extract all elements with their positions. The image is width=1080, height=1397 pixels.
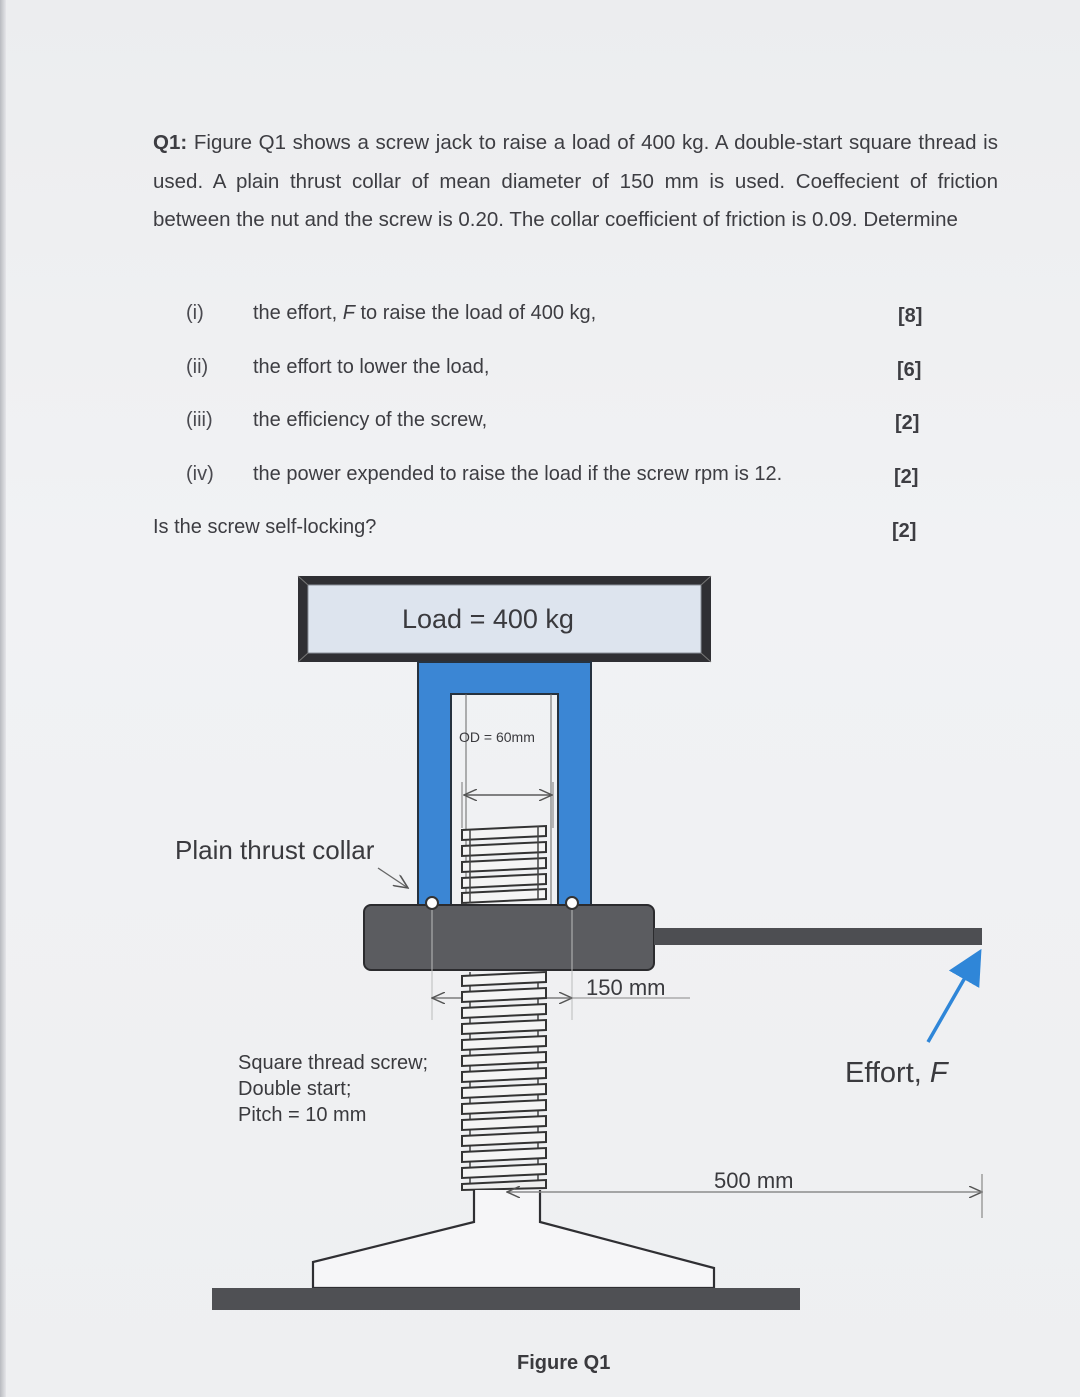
load-block bbox=[297, 575, 712, 663]
effort-label-italic: F bbox=[930, 1057, 950, 1089]
part-1-text-italic: F bbox=[342, 302, 355, 324]
screw-label-line-3: Pitch = 10 mm bbox=[238, 1104, 366, 1126]
collar-dimension-label: 150 mm bbox=[586, 975, 665, 1000]
collar-label: Plain thrust collar bbox=[175, 835, 375, 865]
self-locking-question: Is the screw self-locking? bbox=[153, 516, 377, 538]
part-1-marks: [8] bbox=[898, 305, 923, 327]
part-2-number: (ii) bbox=[186, 356, 209, 378]
part-3-number: (iii) bbox=[186, 409, 213, 431]
part-2-text: the effort to lower the load, bbox=[253, 356, 490, 378]
part-4-text: the power expended to raise the load if … bbox=[253, 463, 783, 485]
question-label: Q1: bbox=[153, 131, 188, 154]
screw-label-line-1: Square thread screw; bbox=[238, 1052, 428, 1074]
part-2-marks: [6] bbox=[897, 359, 922, 381]
part-1-text: the effort, F to raise the load of 400 k… bbox=[253, 302, 596, 325]
lever-dimension-label: 500 mm bbox=[714, 1168, 793, 1193]
effort-label: Effort, F bbox=[845, 1057, 950, 1089]
screw-lower bbox=[461, 970, 547, 1192]
screw-label-line-2: Double start; bbox=[238, 1078, 351, 1100]
lever-dimension bbox=[507, 1174, 982, 1218]
question-body: Figure Q1 shows a screw jack to raise a … bbox=[153, 131, 998, 231]
lever-arm bbox=[654, 928, 982, 945]
thrust-collar bbox=[363, 896, 655, 1020]
part-1-text-post: to raise the load of 400 kg, bbox=[354, 302, 597, 324]
load-label: Load = 400 kg bbox=[402, 604, 574, 634]
part-4-number: (iv) bbox=[186, 463, 214, 485]
page-edge-shadow bbox=[0, 0, 6, 1397]
part-1-number: (i) bbox=[186, 302, 204, 324]
jack-base bbox=[212, 1190, 800, 1310]
collar-pointer bbox=[377, 867, 408, 888]
part-3-marks: [2] bbox=[895, 412, 920, 434]
od-label: OD = 60mm bbox=[459, 729, 535, 745]
figure-caption: Figure Q1 bbox=[517, 1352, 610, 1374]
effort-arrow bbox=[926, 948, 982, 1043]
part-3-text: the efficiency of the screw, bbox=[253, 409, 488, 431]
part-4-marks: [2] bbox=[894, 466, 919, 488]
self-locking-marks: [2] bbox=[892, 520, 917, 542]
question-text: Q1: Figure Q1 shows a screw jack to rais… bbox=[153, 124, 998, 240]
effort-label-pre: Effort, bbox=[845, 1057, 930, 1089]
part-1-text-pre: the effort, bbox=[253, 302, 343, 324]
screw-upper bbox=[461, 694, 554, 905]
